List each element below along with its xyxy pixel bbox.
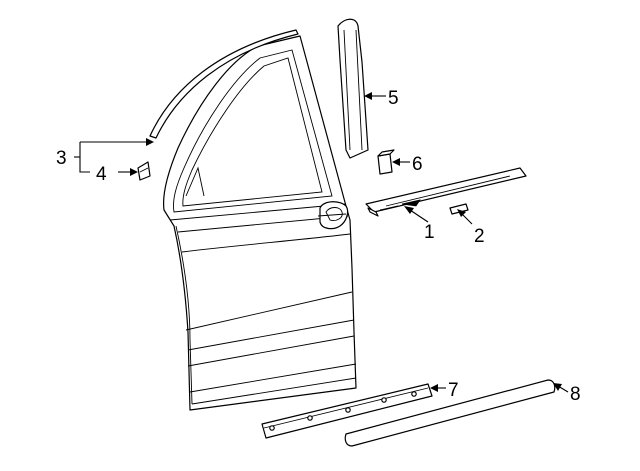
front-door [163, 35, 357, 411]
callout-2: 2 [474, 226, 485, 247]
window-frame-inner [182, 57, 323, 207]
belt-line [169, 203, 347, 221]
front-flange [175, 225, 193, 405]
part-7-lower-molding [261, 383, 433, 439]
door-handle [317, 201, 349, 230]
part-2-clip [449, 203, 469, 215]
callout-4: 4 [96, 164, 107, 185]
callout-8: 8 [570, 384, 581, 405]
part-4-clip [137, 161, 151, 181]
body-line-1 [181, 233, 351, 253]
leader-lines [74, 92, 569, 393]
door-outer-panel [163, 35, 357, 411]
part-1-belt-molding [365, 167, 527, 217]
glass-divider [185, 166, 205, 197]
body-line-2 [185, 291, 353, 331]
door-bottom-edge [191, 377, 357, 405]
part-6-block [377, 149, 395, 175]
window-opening [173, 49, 333, 213]
callout-3: 3 [56, 148, 67, 169]
part-5-pillar-applique [337, 18, 369, 159]
callout-5: 5 [388, 88, 399, 109]
callout-1: 1 [424, 222, 435, 243]
body-line-4 [187, 335, 355, 367]
part-3-frame-molding [149, 29, 299, 139]
callout-7: 7 [448, 380, 459, 401]
body-line-5 [189, 363, 357, 393]
body-line-3 [187, 319, 355, 351]
part-8-rocker-molding [344, 379, 556, 447]
callout-6: 6 [412, 154, 423, 175]
